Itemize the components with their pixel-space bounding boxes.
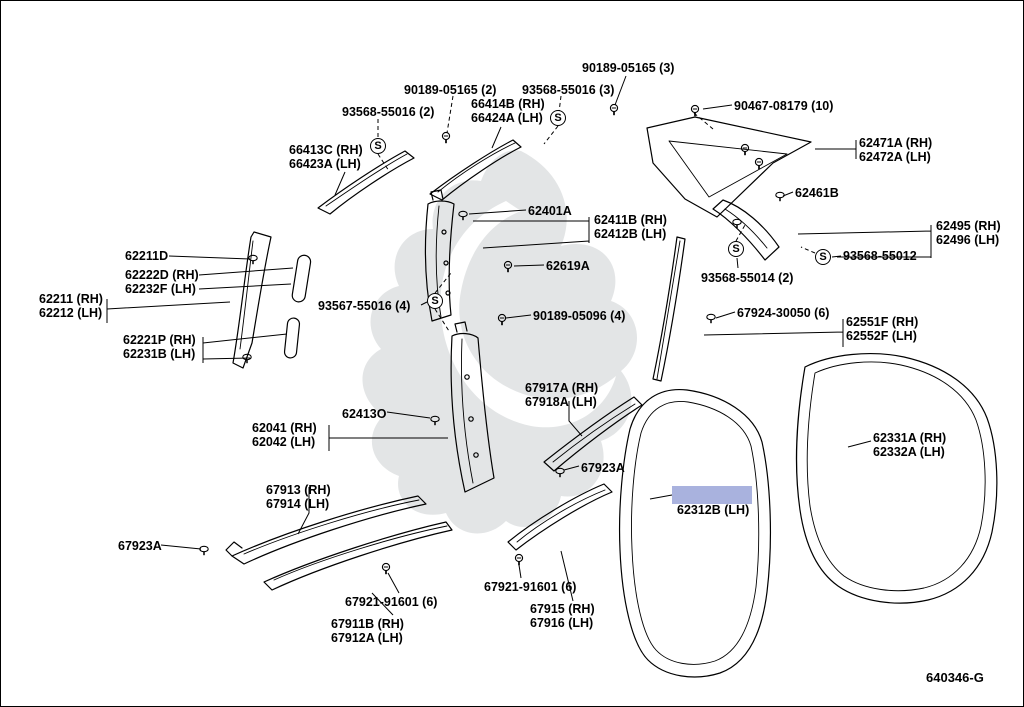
s-marker-icon: S (728, 241, 744, 257)
part-label-62619a[interactable]: 62619A (546, 259, 590, 273)
clip-icon (775, 191, 785, 202)
roof-side-garnish-66413c (317, 150, 415, 215)
selected-part-highlight (672, 486, 752, 504)
front-door-weatherstrip (618, 388, 772, 678)
part-label-66414b-66424a[interactable]: 66414B (RH)66424A (LH) (471, 97, 545, 125)
screw-icon (441, 131, 451, 145)
retainer-62222d (291, 254, 312, 303)
leader-lines (106, 75, 932, 616)
front-pillar-garnish-left (232, 231, 272, 369)
part-label-67915-67916[interactable]: 67915 (RH)67916 (LH) (530, 602, 595, 630)
scuff-plate-67917a (543, 396, 643, 472)
part-label-62495-62496[interactable]: 62495 (RH)62496 (LH) (936, 219, 1001, 247)
part-label-62041-62042[interactable]: 62041 (RH)62042 (LH) (252, 421, 317, 449)
watermark (362, 150, 638, 534)
scuff-plate-67913 (225, 495, 427, 565)
part-label-62222d[interactable]: 62222D (RH) (125, 268, 199, 282)
center-pillar-lower-garnish (450, 321, 495, 493)
diagram-code: 640346-G (926, 670, 984, 685)
part-label-62211d[interactable]: 62211D (125, 249, 169, 263)
part-label-62312b[interactable]: 62312B (LH) (677, 503, 750, 517)
part-label-93567-55016-4[interactable]: 93567-55016 (4) (318, 299, 411, 313)
part-label-90189-05096-4[interactable]: 90189-05096 (4) (533, 309, 626, 323)
retainer-62221p (283, 317, 301, 359)
part-label-67921-91601-6-right[interactable]: 67921-91601 (6) (484, 580, 577, 594)
part-label-93568-55012[interactable]: 93568-55012 (843, 249, 917, 263)
part-label-62211-62212[interactable]: 62211 (RH)62212 (LH) (39, 292, 103, 320)
retainer-strip-62551f (652, 236, 686, 382)
part-label-67913-67914[interactable]: 67913 (RH)67914 (LH) (266, 483, 331, 511)
clip-icon (199, 545, 209, 556)
screw-icon (381, 562, 391, 576)
part-label-67923a-left[interactable]: 67923A (118, 539, 162, 553)
clip-icon (732, 218, 742, 229)
scuff-plate-67915 (507, 483, 613, 551)
quarter-trim-62471a (646, 116, 812, 218)
roof-side-garnish-66414b (429, 139, 522, 201)
part-label-62461b[interactable]: 62461B (795, 186, 839, 200)
s-marker-icon: S (550, 110, 566, 126)
clip-icon (706, 313, 716, 324)
part-label-62551f-62552f[interactable]: 62551F (RH)62552F (LH) (846, 315, 919, 343)
part-label-67911b-67912a[interactable]: 67911B (RH)67912A (LH) (331, 617, 404, 645)
part-label-62221p-62231b[interactable]: 62221P (RH)62231B (LH) (123, 333, 196, 361)
part-label-90189-05165-3[interactable]: 90189-05165 (3) (582, 61, 675, 75)
s-marker-icon: S (815, 249, 831, 265)
screw-icon (690, 104, 700, 118)
dashed-leader-lines (377, 95, 816, 332)
piece-62495 (712, 199, 780, 261)
screw-icon (514, 553, 524, 567)
rear-door-weatherstrip (795, 353, 998, 604)
part-label-62331a-62332a[interactable]: 62331A (RH)62332A (LH) (873, 431, 947, 459)
part-label-62471a-62472a[interactable]: 62471A (RH)62472A (LH) (859, 136, 933, 164)
part-drawings (225, 116, 998, 678)
part-label-67923a-right[interactable]: 67923A (581, 461, 625, 475)
s-marker-icon: S (370, 138, 386, 154)
part-label-62401a[interactable]: 62401A (528, 204, 572, 218)
part-label-67921-91601-6-left[interactable]: 67921-91601 (6) (345, 595, 438, 609)
screw-icon (609, 103, 619, 117)
inner-sill-67911b (263, 521, 453, 591)
part-label-90189-05165-2[interactable]: 90189-05165 (2) (404, 83, 497, 97)
part-label-62411b-62412b[interactable]: 62411B (RH)62412B (LH) (594, 213, 667, 241)
part-label-93568-55016-3[interactable]: 93568-55016 (3) (522, 83, 615, 97)
part-label-67924-30050-6[interactable]: 67924-30050 (6) (737, 306, 830, 320)
part-label-62232f[interactable]: 62232F (LH) (125, 282, 196, 296)
part-label-66413c-66423a[interactable]: 66413C (RH)66423A (LH) (289, 143, 363, 171)
part-label-90467-08179-10[interactable]: 90467-08179 (10) (734, 99, 834, 113)
part-label-93568-55014-2[interactable]: 93568-55014 (2) (701, 271, 794, 285)
part-label-93568-55016-2[interactable]: 93568-55016 (2) (342, 105, 435, 119)
part-label-67917a-67918a[interactable]: 67917A (RH)67918A (LH) (525, 381, 599, 409)
s-marker-icon: S (427, 293, 443, 309)
part-label-62413o[interactable]: 62413O (342, 407, 387, 421)
